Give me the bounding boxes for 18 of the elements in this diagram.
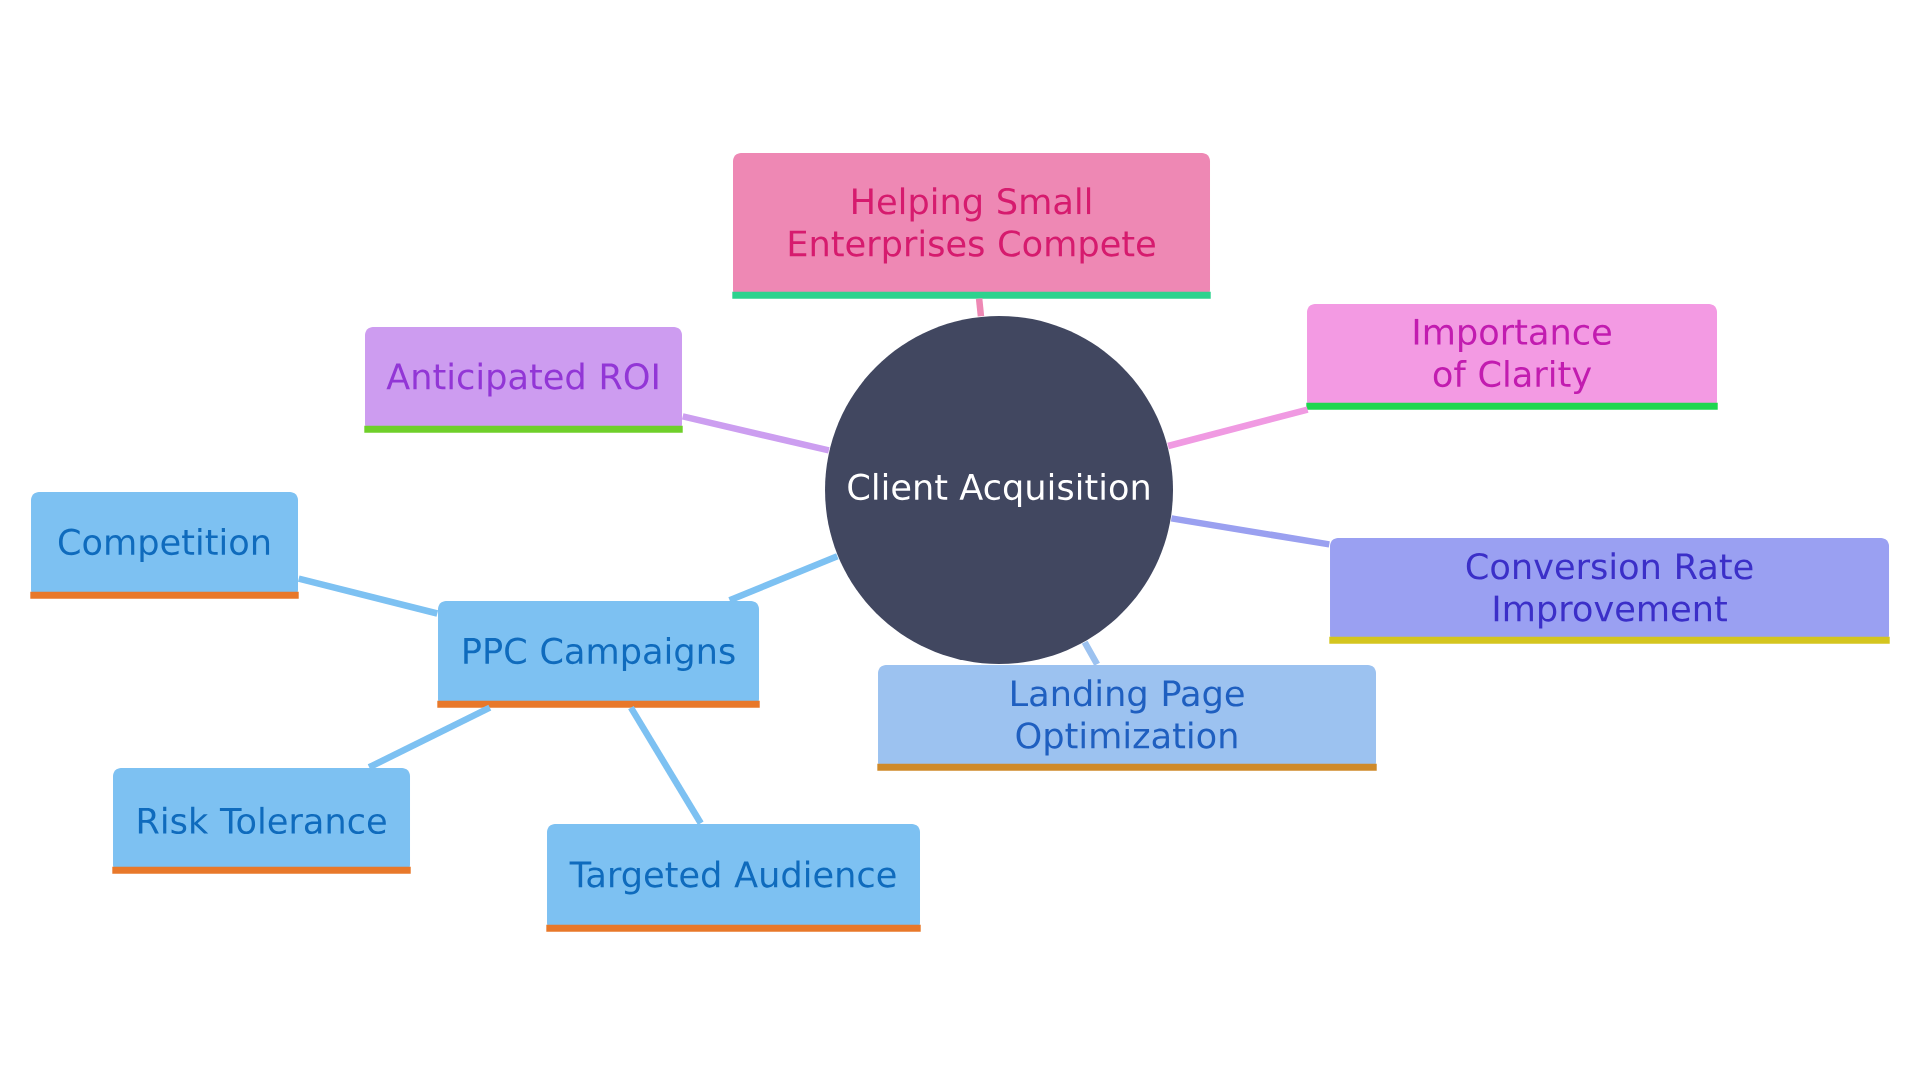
topic-box: Targeted Audience: [546, 824, 921, 932]
topic-box: Landing Page Optimization: [877, 665, 1377, 771]
connector-line: [1170, 515, 1330, 548]
connector-line: [1167, 406, 1309, 450]
connector-line: [628, 706, 704, 825]
topic-box: Competition: [30, 492, 299, 599]
connector-line: [728, 553, 839, 604]
connector-line: [367, 704, 492, 771]
connector-line: [975, 298, 985, 317]
topic-box: Anticipated ROI: [364, 327, 683, 433]
topic-box: Conversion Rate Improvement: [1329, 538, 1890, 644]
topic-box: Risk Tolerance: [112, 768, 411, 874]
connector-line: [1081, 640, 1100, 666]
topic-box: Importance of Clarity: [1306, 304, 1718, 410]
topic-box: Helping Small Enterprises Compete: [732, 152, 1211, 299]
topic-box: PPC Campaigns: [437, 601, 760, 708]
connector-line: [681, 413, 830, 454]
connector-line: [297, 575, 439, 617]
